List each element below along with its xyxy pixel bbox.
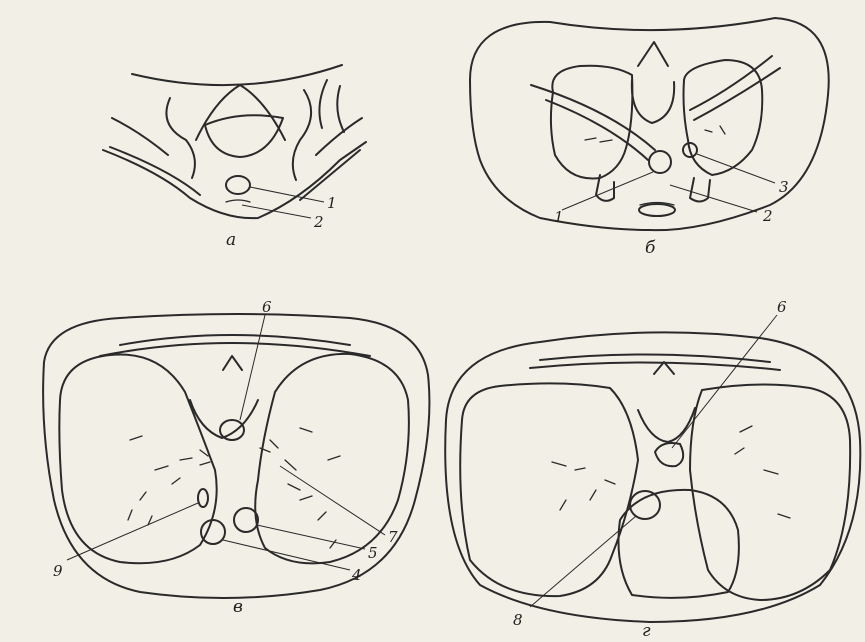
- panel-v-structure-5: [234, 508, 258, 532]
- panel-v-structure-6: [220, 420, 244, 440]
- panel-g-heart: [619, 490, 739, 598]
- panel-b-leader-2: [670, 185, 757, 212]
- panel-b-drawing: [470, 18, 829, 230]
- panel-a-caption: а: [226, 230, 236, 250]
- panel-v-structure-9: [198, 489, 208, 507]
- panel-v-leader-5: [257, 525, 365, 549]
- panel-g-right-lung: [690, 384, 850, 600]
- panel-a: 1 2 а: [103, 65, 366, 250]
- panel-a-structure-1: [226, 176, 250, 194]
- panel-b-left-lung: [551, 66, 632, 179]
- panel-v-label-4: 4: [351, 566, 362, 584]
- panel-b-right-lung: [684, 60, 763, 175]
- panel-v-left-lung: [59, 354, 216, 563]
- panel-g-label-8: 8: [513, 611, 523, 629]
- panel-b-label-2: 2: [762, 207, 773, 225]
- panel-v-label-5: 5: [368, 544, 378, 562]
- panel-v-leader-4: [223, 540, 350, 570]
- panel-b-caption: б: [645, 238, 656, 258]
- panel-v-caption: в: [233, 597, 243, 617]
- panel-g-drawing: [445, 332, 860, 622]
- panel-b-label-1: 1: [554, 208, 564, 226]
- panel-g-structure-6: [655, 443, 683, 466]
- panel-b-leader-3: [697, 154, 775, 183]
- panel-b-leader-1: [562, 172, 653, 210]
- panel-v-leader-9: [67, 503, 198, 560]
- panel-v-label-7: 7: [388, 528, 398, 546]
- panel-b-vertebra: [639, 204, 675, 216]
- panel-v-label-6: 6: [262, 298, 272, 316]
- panel-g-label-6: 6: [777, 298, 787, 316]
- panel-g-body-outline: [445, 332, 860, 622]
- panel-b-structure-1: [649, 151, 671, 173]
- panel-g: 6 8 г: [445, 298, 860, 638]
- panel-a-label-1: 1: [327, 194, 337, 212]
- panel-v-leader-7: [280, 466, 385, 535]
- panel-a-leader-2: [242, 205, 311, 218]
- panel-v-structure-4: [201, 520, 225, 544]
- panel-g-caption: г: [642, 621, 651, 638]
- panel-b-label-3: 3: [779, 178, 789, 196]
- panel-b: 1 2 3 б: [470, 18, 829, 258]
- panel-a-label-2: 2: [313, 213, 324, 231]
- panel-v-label-9: 9: [53, 562, 63, 580]
- panel-v: 6 7 5 4 9 в: [43, 298, 429, 617]
- panel-v-leader-6: [240, 315, 265, 420]
- panel-g-left-lung: [460, 383, 638, 596]
